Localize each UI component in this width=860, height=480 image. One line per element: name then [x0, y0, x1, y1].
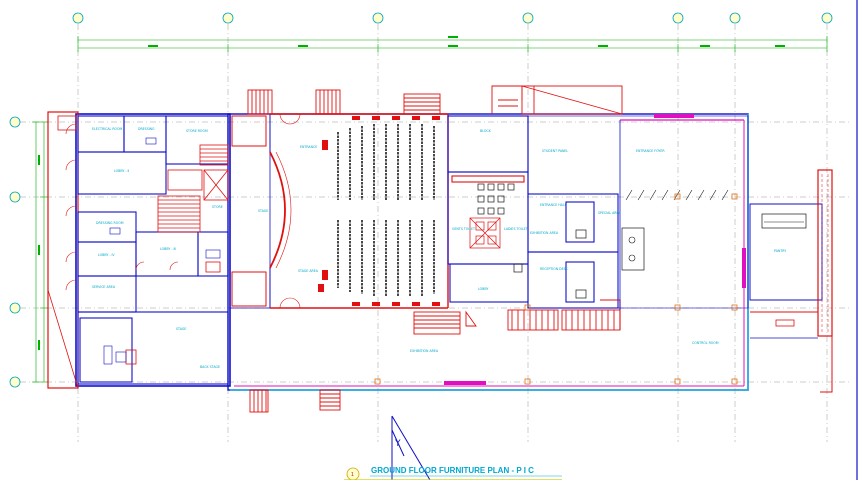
grid-bubble — [222, 12, 234, 24]
room-label: LOBBY - III — [160, 247, 176, 251]
room-label: LOBBY - IV — [98, 253, 115, 257]
room-label: LOBBY — [478, 287, 488, 291]
grid-rows — [20, 121, 850, 383]
toilet-partitions — [469, 217, 501, 249]
north-arrow-letter: Y — [394, 439, 401, 449]
stage-doors — [279, 113, 301, 309]
room-label: ELECTRICAL ROOM — [92, 127, 123, 131]
auditorium-aisle-marks — [318, 116, 440, 306]
room-label: STAGE — [258, 209, 268, 213]
room-label: RECEPTION DESK — [540, 267, 569, 271]
seating-block-bottom — [337, 220, 435, 296]
grid-bubble — [729, 12, 741, 24]
room-label: STUDENT PANEL — [542, 149, 568, 153]
right-hall — [234, 114, 749, 387]
right-annex — [749, 169, 833, 393]
room-label: BLOCK — [480, 129, 492, 133]
service-block — [447, 115, 621, 330]
room-label: LOBBY - II — [114, 169, 129, 173]
grid-bubble — [9, 376, 21, 388]
room-label: SPECIAL AREA — [598, 211, 622, 215]
room-label: ENTRANCE FOYER — [636, 149, 665, 153]
room-label: ENTRANCE HALL — [540, 203, 567, 207]
grid-bubble — [9, 302, 21, 314]
left-stairs — [57, 115, 229, 365]
room-label: EXHIBITION AREA — [410, 349, 439, 353]
room-label: STORE — [212, 205, 223, 209]
title-number: 1 — [351, 472, 354, 478]
toilet-fixtures — [477, 183, 587, 299]
room-label: CONTROL ROOM — [692, 341, 719, 345]
dimension-lines — [32, 36, 828, 383]
column-marks — [374, 193, 738, 385]
room-label: STAGE — [176, 327, 186, 331]
seating-block-top — [337, 124, 435, 200]
room-label: PANTRY — [774, 249, 786, 253]
drawing-title-block: 1 GROUND FLOOR FURNITURE PLAN - P I C — [344, 466, 562, 480]
grid-bubble — [372, 12, 384, 24]
grid-bubble — [522, 12, 534, 24]
left-wing-rooms — [77, 115, 229, 385]
grid-row-bubbles — [9, 116, 21, 388]
room-label: DRESSING ROOM — [96, 221, 124, 225]
grid-bubble — [672, 12, 684, 24]
dimension-ticks — [38, 36, 785, 350]
bottom-stairs — [249, 309, 621, 413]
room-label: ENTRANCE — [300, 145, 317, 149]
room-label: STORE ROOM — [186, 129, 208, 133]
room-label: EXHIBITION AREA — [530, 231, 559, 235]
grid-bubble — [9, 116, 21, 128]
room-label: LADIES TOILET — [504, 227, 528, 231]
room-label: DRESSING — [138, 127, 155, 131]
left-doors — [65, 123, 179, 291]
drawing-title: GROUND FLOOR FURNITURE PLAN - P I C — [371, 466, 534, 475]
title-number-bubble — [346, 467, 360, 480]
room-label: BACK STAGE — [200, 365, 220, 369]
room-label: STAGE AREA — [298, 269, 319, 273]
grid-bubble — [821, 12, 833, 24]
column-hatch-marks — [625, 189, 729, 201]
grid-bubble — [9, 191, 21, 203]
room-labels: ELECTRICAL ROOM DRESSING STORE ROOM LOBB… — [92, 127, 786, 369]
room-label: GENTS TOILET — [452, 227, 475, 231]
room-label: SERVICE AREA — [92, 285, 116, 289]
stage-area — [229, 113, 292, 309]
north-arrow — [391, 415, 431, 480]
top-stairs — [247, 85, 623, 115]
grid-bubble — [72, 12, 84, 24]
grid-column-bubbles — [72, 12, 833, 24]
left-fixtures — [103, 137, 221, 365]
grid-columns — [77, 24, 828, 442]
